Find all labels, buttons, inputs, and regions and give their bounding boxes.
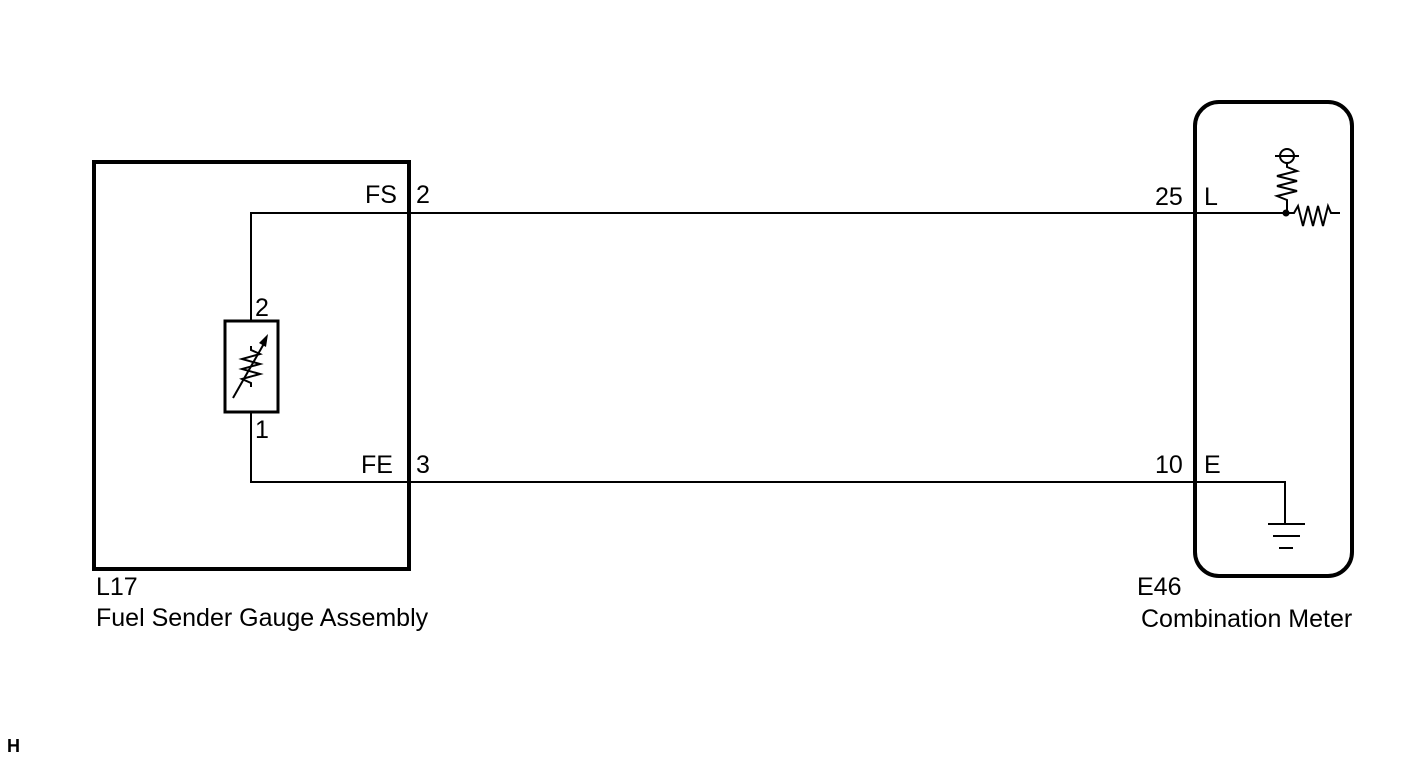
pin-fs-number: 2 — [416, 181, 430, 209]
ground-icon — [1268, 523, 1305, 549]
left-component-code: L17 — [96, 573, 138, 601]
left-component-name: Fuel Sender Gauge Assembly — [96, 604, 429, 632]
pin-fe-number: 3 — [416, 451, 430, 479]
wire-fe-to-e — [250, 412, 1286, 524]
fuel-sender-gauge-box — [92, 160, 411, 571]
combination-meter-box — [1193, 100, 1354, 578]
wire-fs-to-l — [250, 212, 1287, 321]
sender-pin-top: 2 — [255, 294, 269, 322]
meter-resistor-icon — [1273, 148, 1340, 227]
pin-fe-signal: FE — [361, 451, 393, 479]
pin-fs-signal: FS — [365, 181, 397, 209]
corner-mark: H — [7, 736, 20, 756]
sender-pin-bottom: 1 — [255, 416, 269, 444]
right-component-name: Combination Meter — [1141, 605, 1352, 633]
pin-l-number: 25 — [1155, 183, 1183, 211]
pin-l-signal: L — [1204, 183, 1218, 211]
right-component-code: E46 — [1137, 573, 1181, 601]
pin-e-number: 10 — [1155, 451, 1183, 479]
variable-resistor-icon — [223, 319, 280, 414]
pin-e-signal: E — [1204, 451, 1221, 479]
